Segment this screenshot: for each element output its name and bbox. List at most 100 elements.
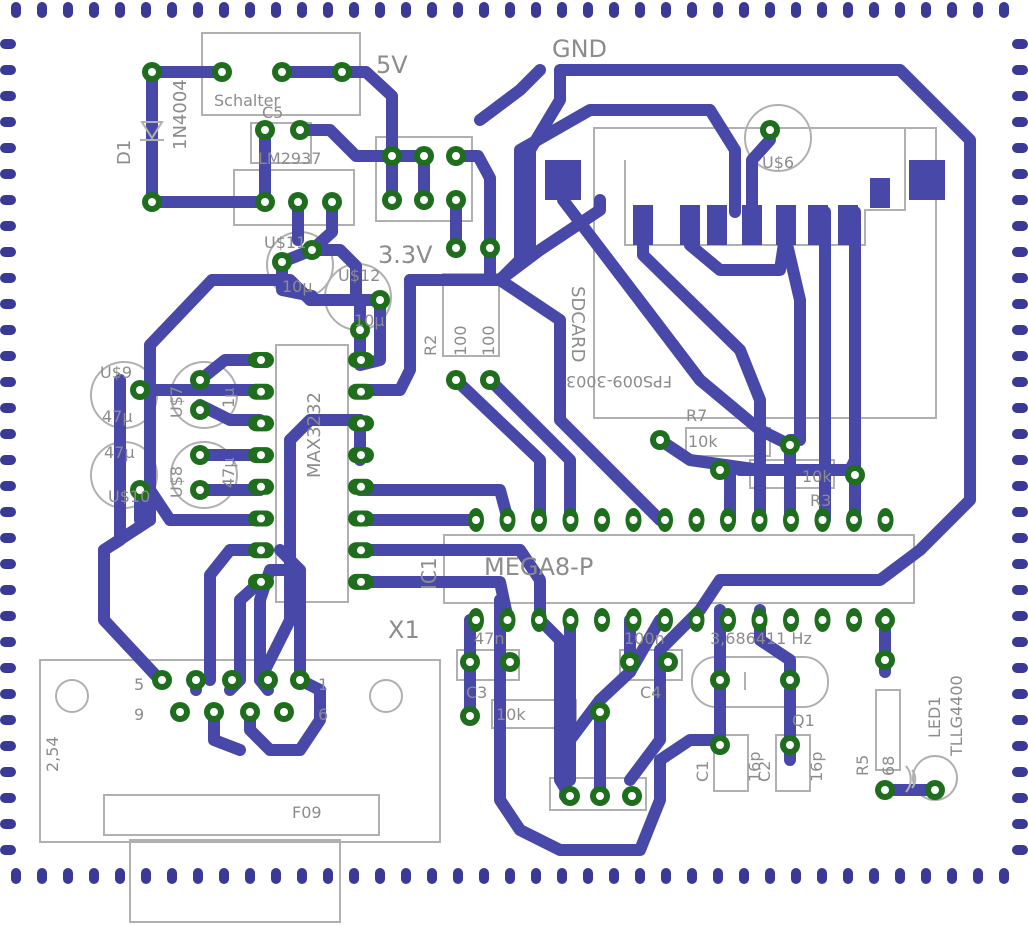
border-dot [0, 65, 16, 75]
border-dot [0, 507, 16, 517]
pad-hole [724, 616, 732, 624]
border-dot [297, 2, 307, 18]
c2-label: C2 [755, 761, 774, 782]
border-dot [193, 868, 203, 884]
us7-ref-label: U$7 [167, 386, 186, 418]
us11-ref-label: U$11 [264, 233, 306, 252]
pad-hole [357, 514, 365, 523]
pad-hole [452, 196, 460, 204]
border-dot [557, 868, 567, 884]
pad-hole [931, 786, 939, 794]
x1-label: X1 [388, 616, 420, 644]
pad-hole [661, 616, 669, 624]
pad-hole [661, 516, 669, 524]
border-dot [0, 325, 16, 335]
border-dot [921, 868, 931, 884]
us12-ref-label: U$12 [338, 266, 380, 285]
pad-hole [376, 296, 384, 304]
border-dot [271, 868, 281, 884]
pad-hole [280, 708, 288, 716]
pad-hole [296, 126, 304, 134]
border-dot [1012, 533, 1028, 543]
us7-value-label: 1µ [219, 388, 238, 408]
border-dot [453, 2, 463, 18]
resistor-r5-outline [875, 689, 901, 771]
pad-hole [210, 708, 218, 716]
led1-part-label: TLLG4400 [947, 675, 966, 757]
rail-5v-label: 5V [376, 51, 408, 79]
border-dot [531, 868, 541, 884]
border-dot [37, 2, 47, 18]
border-dot [323, 2, 333, 18]
border-dot [609, 2, 619, 18]
smd-pad [870, 178, 890, 208]
border-dot [635, 2, 645, 18]
border-dot [921, 2, 931, 18]
copper-trace [98, 374, 126, 556]
pad-hole [786, 676, 794, 684]
sdcard-label: SDCARD [567, 286, 588, 363]
copper-trace [244, 674, 326, 756]
pad-hole [246, 708, 254, 716]
border-dot [245, 2, 255, 18]
border-dot [89, 868, 99, 884]
pad-hole [596, 708, 604, 716]
pad-hole [472, 516, 480, 524]
border-dot [1012, 507, 1028, 517]
border-dot [375, 868, 385, 884]
border-dot [1012, 91, 1028, 101]
db9-f09-label: F09 [292, 803, 322, 822]
border-dot [1012, 481, 1028, 491]
pad-hole [629, 516, 638, 524]
smd-pad [545, 160, 581, 200]
pad-hole [328, 198, 336, 206]
pad-hole [148, 68, 156, 76]
db9-plug [129, 839, 341, 923]
pad-hole [357, 546, 365, 555]
border-dot [0, 221, 16, 231]
border-dot [0, 741, 16, 751]
border-dot [0, 481, 16, 491]
border-dot [791, 868, 801, 884]
sdcard-part-label: FPS009-3003 [566, 372, 672, 391]
pad-hole [388, 152, 396, 160]
border-dot [0, 143, 16, 153]
border-dot [1012, 377, 1028, 387]
capacitor-us6-outline [744, 104, 812, 172]
border-dot [0, 845, 16, 855]
pad-hole [786, 741, 794, 749]
pad-hole [472, 616, 480, 624]
regulator-label: LM2937 [258, 149, 321, 168]
db9-pin5-label: 5 [134, 675, 144, 694]
d1-value-label: 1N4004 [170, 79, 191, 150]
pad-hole [724, 516, 732, 524]
border-dot [1012, 39, 1028, 49]
border-dot [791, 2, 801, 18]
border-dot [115, 868, 125, 884]
border-dot [817, 868, 827, 884]
border-dot [765, 868, 775, 884]
border-dot [1012, 117, 1028, 127]
pad-hole [566, 616, 575, 624]
pad-hole [148, 198, 156, 206]
crystal-outline [691, 656, 829, 708]
border-dot [141, 868, 151, 884]
copper-trace [98, 514, 166, 686]
pad-hole [626, 658, 634, 666]
smd-pad [633, 205, 653, 245]
border-dot [401, 2, 411, 18]
border-dot [947, 2, 957, 18]
pad-hole [787, 516, 795, 524]
resistor-10k-label: 10k [496, 705, 526, 724]
smd-pad [808, 205, 828, 245]
r-value-100-label: 100 [479, 325, 498, 356]
border-dot [479, 868, 489, 884]
border-dot [271, 2, 281, 18]
pad-hole [257, 577, 265, 586]
border-dot [505, 2, 515, 18]
border-dot [1012, 273, 1028, 283]
smd-pad [776, 205, 796, 245]
c4-value-label: 100n [624, 629, 665, 648]
pad-hole [881, 656, 889, 664]
border-dot [999, 2, 1009, 18]
